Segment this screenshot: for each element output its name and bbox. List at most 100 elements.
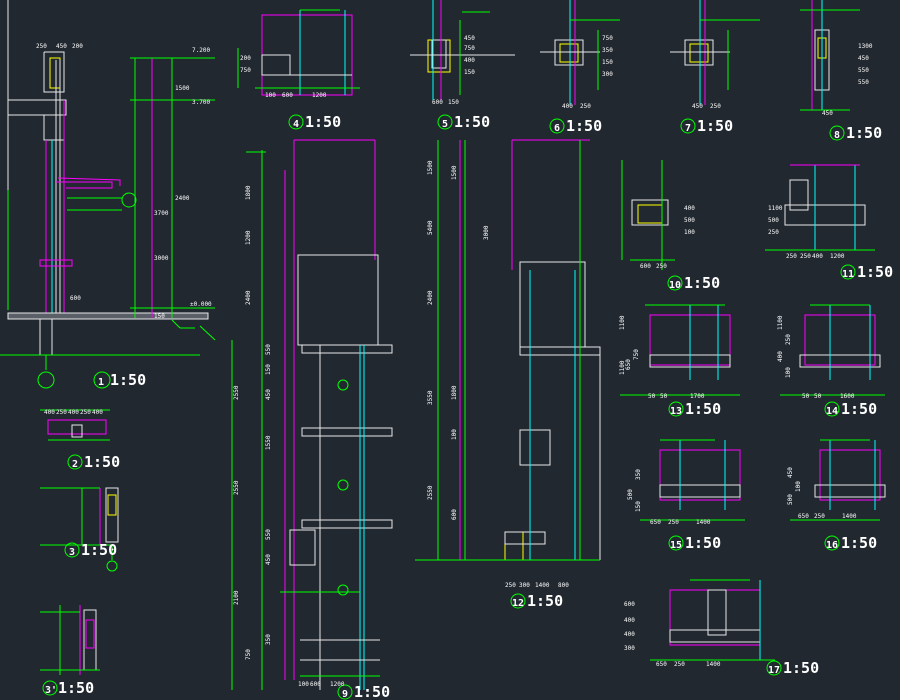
dim-text: 1100 (768, 205, 783, 212)
detail-1-drawing (0, 0, 216, 389)
elevation-top: 7.200 (192, 47, 210, 54)
detail-17-number: 17 (768, 665, 780, 676)
dim-text: 2400 (175, 195, 190, 202)
detail-1-scale: 1:50 (110, 371, 146, 389)
dim-text: 250 (668, 519, 679, 526)
dim-text: 1100 (619, 360, 626, 375)
dim-text: 250 (505, 582, 516, 589)
dim-text: 650 (625, 359, 632, 370)
dim-text: 100 (451, 429, 458, 440)
detail-14-scale: 1:50 (841, 400, 877, 418)
detail-13-scale: 1:50 (685, 400, 721, 418)
dim-text: 600 (282, 92, 293, 99)
detail-4-drawing (237, 9, 360, 130)
dim-text: 400 (92, 409, 103, 416)
detail-15-number: 15 (670, 540, 682, 551)
dim-text: 2550 (233, 385, 240, 400)
dim-text: 550 (858, 79, 869, 86)
dim-text: 250 (768, 229, 779, 236)
detail-14-number: 14 (826, 406, 838, 417)
elevation-ground: ±0.000 (190, 301, 212, 308)
dim-text: 50 (660, 393, 668, 400)
dim-text: 250 (580, 103, 591, 110)
dim-text: 150 (265, 364, 272, 375)
detail-16-number: 16 (826, 540, 838, 551)
dim-text: 1400 (706, 661, 721, 668)
dim-text: 450 (265, 554, 272, 565)
detail-16-scale: 1:50 (841, 534, 877, 552)
dim-text: 2400 (245, 290, 252, 305)
detail-6-number: 6 (554, 123, 560, 134)
dim-text: 450 (464, 35, 475, 42)
dim-text: 750 (245, 649, 252, 660)
dim-text: 150 (602, 59, 613, 66)
dim-text: 600 (624, 601, 635, 608)
detail-7-scale: 1:50 (697, 117, 733, 135)
dim-text: 100 (298, 681, 309, 688)
dim-text: 1800 (451, 385, 458, 400)
dim-text: 300 (624, 645, 635, 652)
detail-10-drawing (621, 160, 683, 291)
dim-text: 200 (240, 55, 251, 62)
dim-text: 750 (633, 349, 640, 360)
dim-text: 250 (674, 661, 685, 668)
dim-text: 250 (710, 103, 721, 110)
dim-text: 250 (786, 253, 797, 260)
dim-text: 3000 (154, 255, 169, 262)
dim-text: 2550 (427, 485, 434, 500)
dim-text: 450 (56, 43, 67, 50)
detail-11-scale: 1:50 (857, 263, 893, 281)
dim-text: 400 (624, 617, 635, 624)
dim-text: 650 (650, 519, 661, 526)
dim-text: 600 (451, 509, 458, 520)
dim-text: 3700 (154, 210, 169, 217)
dim-text: 600 (640, 263, 651, 270)
detail-3prime-scale: 1:50 (58, 679, 94, 697)
dim-text: 100 (684, 229, 695, 236)
dim-text: 50 (648, 393, 656, 400)
dim-text: 250 (814, 513, 825, 520)
detail-17-scale: 1:50 (783, 659, 819, 677)
detail-14-drawing (780, 304, 885, 417)
dim-text: 1700 (690, 393, 705, 400)
dim-text: 600 (70, 295, 81, 302)
dim-text: 150 (448, 99, 459, 106)
dim-text: 5400 (427, 220, 434, 235)
dim-text: 150 (154, 313, 165, 320)
dim-text: 550 (265, 529, 272, 540)
dim-text: 450 (265, 389, 272, 400)
dim-text: 250 (56, 409, 67, 416)
dim-text: 300 (602, 71, 613, 78)
dim-text: 1200 (312, 92, 327, 99)
detail-5-number: 5 (442, 119, 448, 130)
detail-11-number: 11 (842, 269, 854, 280)
dim-text: 2550 (233, 480, 240, 495)
detail-7-number: 7 (685, 123, 691, 134)
dim-text: 400 (464, 57, 475, 64)
dim-text: 200 (72, 43, 83, 50)
dim-text: 1300 (858, 43, 873, 50)
dim-text: 550 (265, 344, 272, 355)
dim-text: 500 (768, 217, 779, 224)
detail-9-scale: 1:50 (354, 683, 390, 700)
detail-17-drawing (650, 579, 782, 676)
dim-text: 400 (44, 409, 55, 416)
dim-text: 600 (310, 681, 321, 688)
dim-text: 1400 (535, 582, 550, 589)
dim-text: 250 (80, 409, 91, 416)
dim-text: 1400 (842, 513, 857, 520)
dim-text: 800 (558, 582, 569, 589)
dim-text: 400 (562, 103, 573, 110)
dim-text: 350 (265, 634, 272, 645)
detail-9-drawing (231, 139, 393, 700)
dim-text: 650 (798, 513, 809, 520)
dim-text: 250 (36, 43, 47, 50)
dim-text: 1500 (427, 160, 434, 175)
detail-5-scale: 1:50 (454, 113, 490, 131)
dim-text: 3000 (483, 225, 490, 240)
detail-12-drawing (415, 139, 601, 609)
dim-text: 450 (822, 110, 833, 117)
dim-text: 50 (814, 393, 822, 400)
detail-4-scale: 1:50 (305, 113, 341, 131)
